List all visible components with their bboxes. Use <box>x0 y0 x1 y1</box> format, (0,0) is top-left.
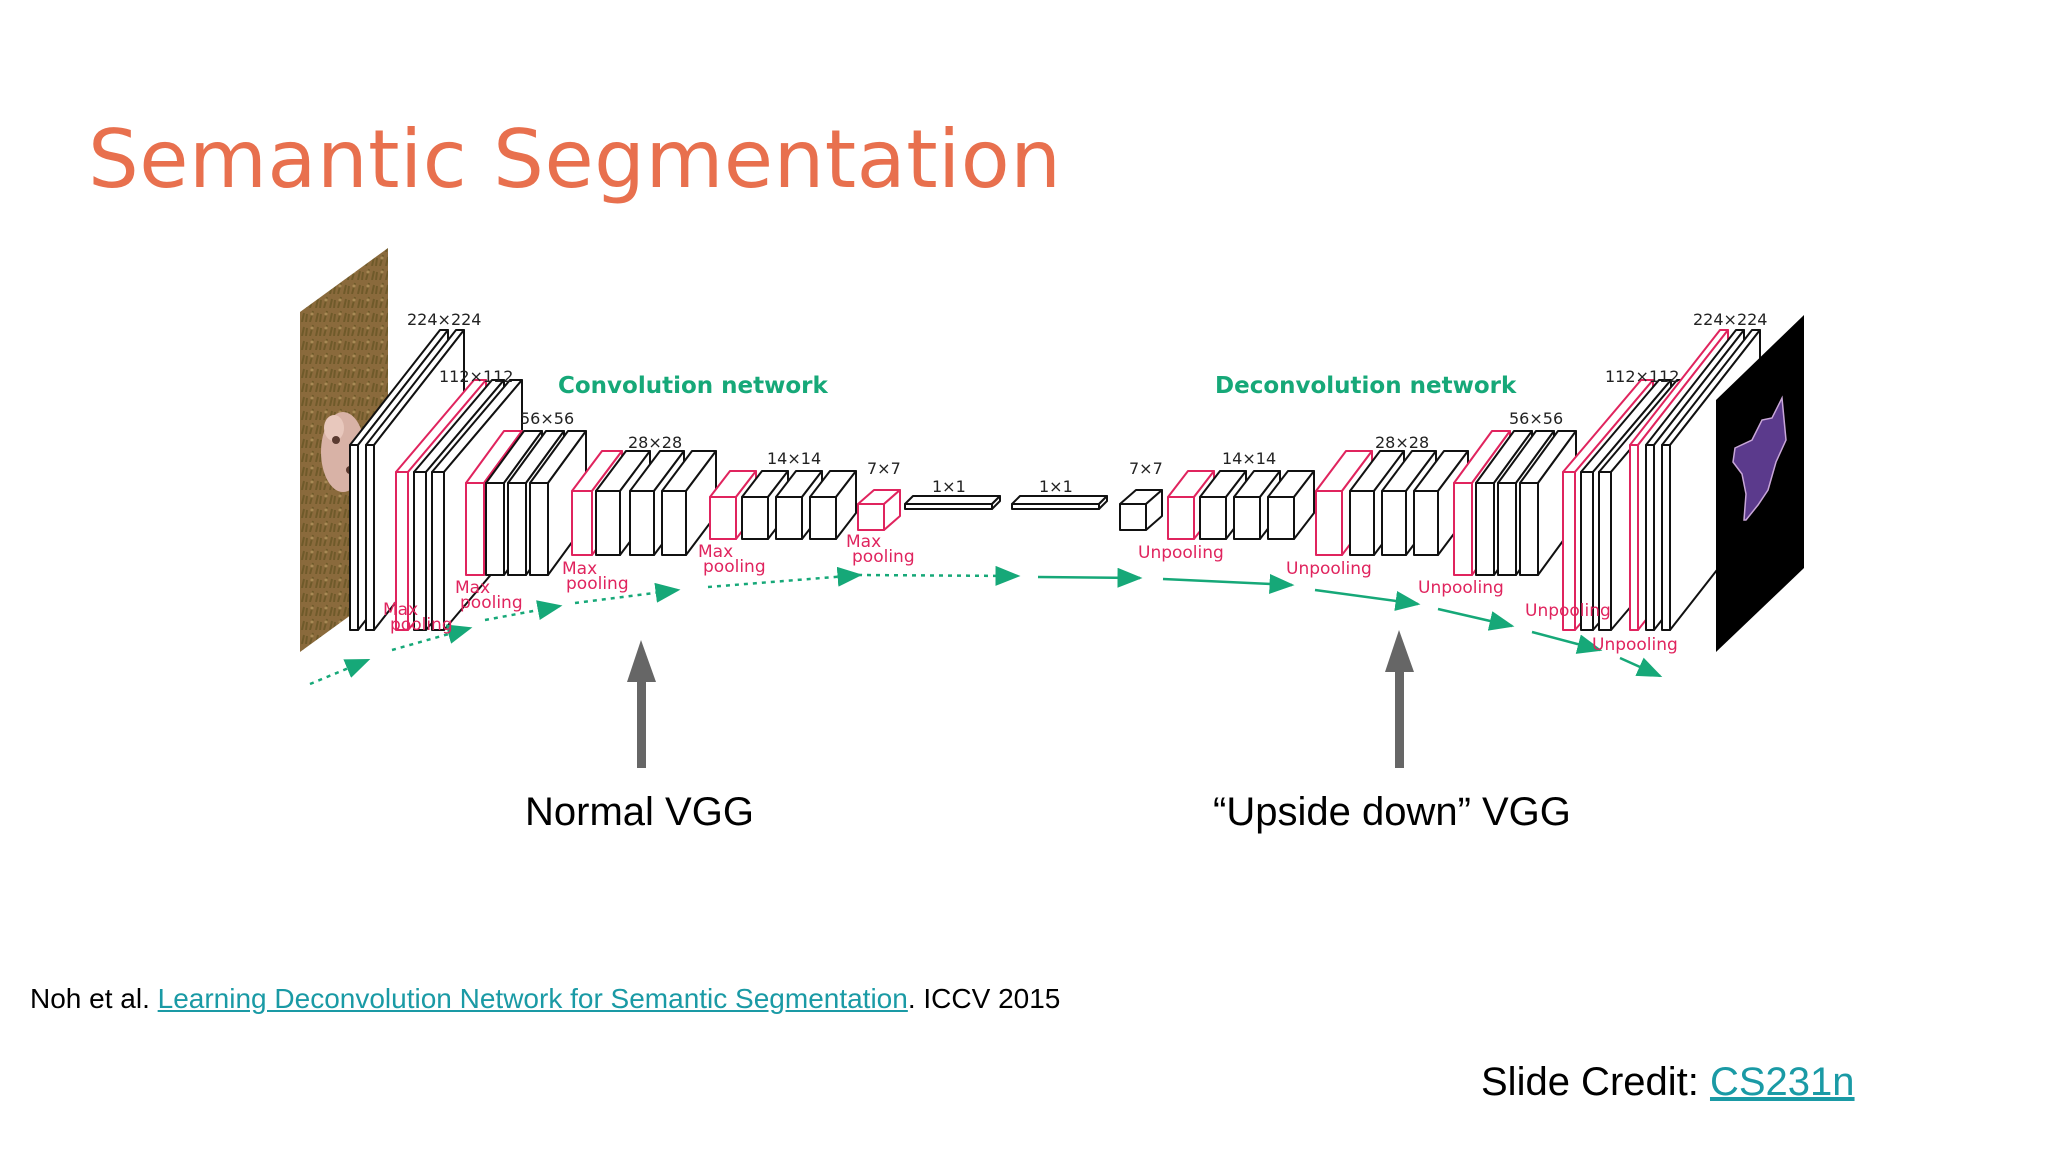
size-label-7-dec: 7×7 <box>1129 459 1163 478</box>
size-label-14-dec: 14×14 <box>1222 449 1276 468</box>
size-label-14: 14×14 <box>767 449 821 468</box>
unpool-label-1: Unpooling <box>1138 543 1224 563</box>
unpool-label-3: Unpooling <box>1418 578 1504 598</box>
flow-arrow-7 <box>1162 573 1295 594</box>
data-flow-arrows <box>309 565 1663 686</box>
output-mask <box>1716 315 1804 652</box>
flow-arrow-6 <box>1037 567 1143 588</box>
pool-label-5-line1: Max <box>846 532 881 552</box>
segmentation-mask-icon <box>1732 395 1787 521</box>
feature-map-18 <box>904 495 1001 510</box>
pool-label-5-line2: pooling <box>852 547 915 567</box>
pool-label-4-line1: Max <box>698 542 733 562</box>
citation: Noh et al. Learning Deconvolution Networ… <box>30 983 1060 1015</box>
paper-link[interactable]: Learning Deconvolution Network for Seman… <box>157 983 908 1014</box>
size-label-1: 1×1 <box>932 477 966 496</box>
size-label-224-dec: 224×224 <box>1693 310 1767 329</box>
size-label-28-dec: 28×28 <box>1375 433 1429 452</box>
size-label-56: 56×56 <box>520 409 574 428</box>
unpool-label-5: Unpooling <box>1592 635 1678 655</box>
size-label-7: 7×7 <box>867 459 901 478</box>
pool-label-3-line1: Max <box>562 559 597 579</box>
pool-label-4-line2: pooling <box>703 557 766 577</box>
flow-arrow-10 <box>1531 630 1603 654</box>
pool-label-3-line2: pooling <box>566 574 629 594</box>
convolution-network-heading: Convolution network <box>558 373 829 399</box>
feature-map-20 <box>1119 489 1163 531</box>
unpool-label-4: Unpooling <box>1525 601 1611 621</box>
flow-arrow-9 <box>1437 607 1515 631</box>
upside-down-vgg-arrow <box>1385 630 1414 768</box>
size-label-112: 112×112 <box>439 367 513 386</box>
slide-title: Semantic Segmentation <box>88 113 1062 206</box>
feature-map-19 <box>1011 495 1108 510</box>
pool-label-2-line2: pooling <box>460 593 523 613</box>
slide-credit: Slide Credit: CS231n <box>1481 1060 1855 1105</box>
pool-label-1-line1: Max <box>383 600 418 620</box>
flow-arrow-11 <box>1619 656 1663 678</box>
feature-map-blocks <box>349 329 1761 631</box>
flow-arrow-5 <box>857 565 1021 586</box>
normal-vgg-label: Normal VGG <box>525 790 754 834</box>
size-label-224: 224×224 <box>407 310 481 329</box>
flow-arrow-8 <box>1314 588 1421 611</box>
cs231n-link[interactable]: CS231n <box>1709 1060 1855 1104</box>
size-label-1-dec: 1×1 <box>1039 477 1073 496</box>
upside-down-vgg-label: “Upside down” VGG <box>1213 790 1571 834</box>
feature-map-24 <box>1267 470 1315 540</box>
size-label-28: 28×28 <box>628 433 682 452</box>
pool-label-2-line1: Max <box>455 578 490 598</box>
citation-prefix: Noh et al. <box>30 983 158 1014</box>
credit-prefix: Slide Credit: <box>1481 1060 1710 1104</box>
normal-vgg-arrow <box>627 640 656 768</box>
feature-map-17 <box>857 489 901 531</box>
pool-label-1-line2: pooling <box>390 615 453 635</box>
feature-map-10 <box>595 450 651 556</box>
deconvolution-network-heading: Deconvolution network <box>1215 373 1517 399</box>
flow-arrow-2 <box>484 600 563 622</box>
flow-arrow-0 <box>309 658 371 686</box>
size-label-112-dec: 112×112 <box>1605 367 1679 386</box>
flow-arrow-4 <box>707 566 863 589</box>
feature-map-16 <box>809 470 857 540</box>
citation-suffix: . ICCV 2015 <box>907 983 1061 1014</box>
unpool-label-2: Unpooling <box>1286 559 1372 579</box>
size-label-56-dec: 56×56 <box>1509 409 1563 428</box>
